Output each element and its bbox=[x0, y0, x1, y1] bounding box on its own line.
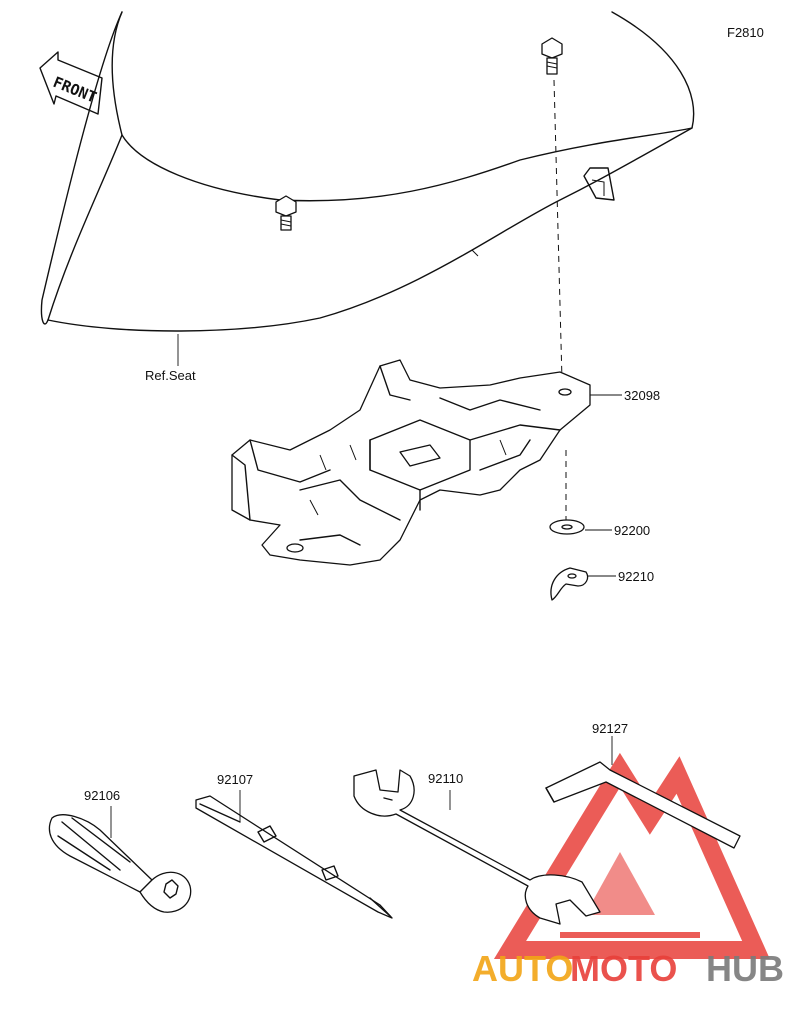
part-label-92106: 92106 bbox=[84, 788, 120, 803]
diagram-code: F2810 bbox=[727, 25, 764, 40]
assembly-axis-line bbox=[553, 79, 563, 381]
seat-outline bbox=[40, 11, 695, 332]
hex-key bbox=[545, 761, 741, 849]
washer bbox=[549, 519, 585, 535]
wing-nut bbox=[550, 567, 589, 601]
spanner-wrench bbox=[353, 769, 601, 925]
tray-bracket bbox=[231, 359, 591, 566]
tool-handle bbox=[48, 814, 192, 913]
seat-bolt-left bbox=[275, 195, 297, 231]
part-label-92127: 92127 bbox=[592, 721, 628, 736]
screwdriver bbox=[195, 795, 393, 919]
ref-seat-label: Ref.Seat bbox=[145, 368, 196, 383]
front-arrow-icon: FRONT bbox=[39, 51, 103, 115]
part-label-92210: 92210 bbox=[618, 569, 654, 584]
part-label-32098: 32098 bbox=[624, 388, 660, 403]
automotohub-wordmark: AUTO MOTO HUB bbox=[472, 948, 784, 989]
automotohub-logo bbox=[493, 752, 770, 959]
part-label-92200: 92200 bbox=[614, 523, 650, 538]
seat-bolt-right bbox=[541, 37, 563, 75]
part-label-92110: 92110 bbox=[428, 771, 463, 786]
wordmark-auto: AUTO bbox=[472, 948, 573, 989]
wordmark-moto: MOTO bbox=[570, 948, 677, 989]
part-label-92107: 92107 bbox=[217, 772, 253, 787]
wordmark-hub: HUB bbox=[706, 948, 784, 989]
